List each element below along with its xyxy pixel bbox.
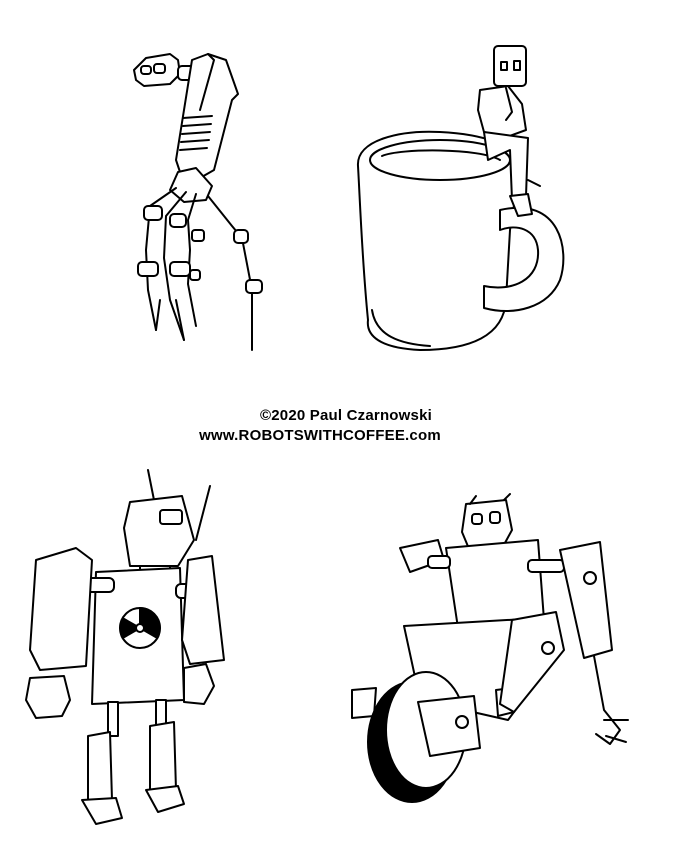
wheeled-robot-drawing xyxy=(351,493,629,803)
coffee-mug-drawing xyxy=(356,130,565,351)
sitting-robot-drawing xyxy=(477,45,541,217)
copyright-notice: ©2020 Paul Czarnowski xyxy=(260,407,432,424)
claw-arm-robot-drawing xyxy=(133,53,263,351)
radiation-robot-drawing xyxy=(25,469,225,825)
website-link[interactable]: www.ROBOTSWITHCOFFEE.com xyxy=(199,427,441,444)
